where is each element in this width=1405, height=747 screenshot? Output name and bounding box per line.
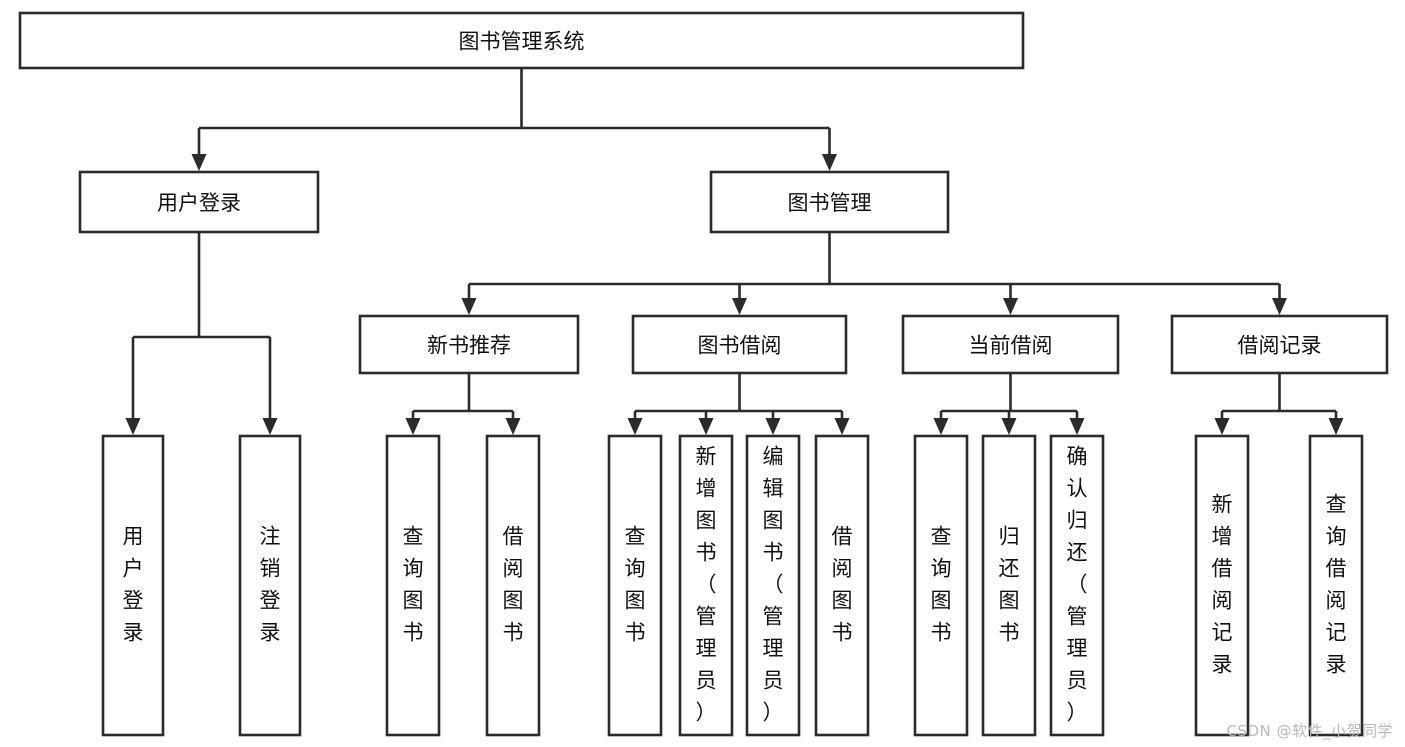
node-box [238,434,302,737]
node-box [901,314,1120,375]
node-cb-return-book[interactable]: 归还图书 [981,434,1037,737]
node-nbr-borrow-book[interactable]: 借阅图书 [485,434,541,737]
node-bb-edit-book[interactable]: 编辑图书（管理员） [745,434,801,737]
node-box [981,434,1037,737]
node-box [814,434,870,737]
arrow-head-icon [125,418,141,435]
node-label: 图书管理系统 [459,30,585,54]
node-box [385,434,441,737]
arrow-head-icon [1272,298,1287,315]
node-label: 当前借阅 [969,334,1053,358]
node-box [709,170,950,234]
node-box [1170,314,1389,375]
node-box [745,434,801,737]
node-borrow-record[interactable]: 借阅记录 [1170,314,1389,375]
node-label: 查询图书 [403,525,424,645]
arrow-head-icon [262,418,278,435]
arrow-head-icon [698,418,714,435]
node-box [631,314,848,375]
node-label: 归还图书 [999,525,1020,645]
node-box [18,11,1025,70]
node-label: 查询图书 [931,525,952,645]
arrow-head-icon [834,418,850,435]
node-label: 图书借阅 [698,334,782,358]
arrow-head-icon [1069,418,1085,435]
arrow-head-icon [405,418,421,435]
node-bb-query-book[interactable]: 查询图书 [607,434,663,737]
node-label: 注销登录 [260,525,281,645]
node-cb-confirm-return[interactable]: 确认归还（管理员） [1049,434,1105,737]
node-box [358,314,580,375]
node-new-book-recommend[interactable]: 新书推荐 [358,314,580,375]
node-label: 用户登录 [157,191,241,215]
arrow-head-icon [1214,418,1230,435]
node-book-manage[interactable]: 图书管理 [709,170,950,234]
node-box [913,434,969,737]
arrow-head-icon [191,154,207,171]
arrow-head-icon [933,418,949,435]
arrow-head-icon [1003,298,1018,315]
arrow-head-icon [627,418,643,435]
node-label: 查询借阅记录 [1326,493,1347,677]
arrow-head-icon [765,418,781,435]
node-user-logout[interactable]: 注销登录 [238,434,302,737]
node-label: 新增借阅记录 [1212,493,1233,677]
node-cb-query-book[interactable]: 查询图书 [913,434,969,737]
node-nbr-query-book[interactable]: 查询图书 [385,434,441,737]
arrow-head-icon [505,418,521,435]
arrow-head-icon [1001,418,1017,435]
arrow-head-icon [732,298,747,315]
node-label: 借阅图书 [832,525,853,645]
node-br-query-record[interactable]: 查询借阅记录 [1308,434,1364,737]
node-book-borrow[interactable]: 图书借阅 [631,314,848,375]
connectors-layer [125,68,1344,435]
watermark-text: CSDN @软件_小贺同学 [1226,722,1393,740]
node-box [1049,434,1105,737]
node-current-borrow[interactable]: 当前借阅 [901,314,1120,375]
node-box [1308,434,1364,737]
node-label: 编辑图书（管理员） [763,445,784,725]
node-box [607,434,663,737]
arrow-head-icon [461,298,477,315]
node-user-login-do[interactable]: 用户登录 [101,434,165,737]
node-bb-borrow-book[interactable]: 借阅图书 [814,434,870,737]
node-label: 用户登录 [123,525,144,645]
node-label: 查询图书 [625,525,646,645]
node-user-login[interactable]: 用户登录 [78,170,320,234]
node-label: 新增图书（管理员） [696,445,717,725]
arrow-head-icon [1328,418,1344,435]
node-bb-add-book[interactable]: 新增图书（管理员） [678,434,734,737]
node-label: 新书推荐 [427,334,511,358]
node-label: 借阅图书 [503,525,524,645]
node-br-add-record[interactable]: 新增借阅记录 [1194,434,1250,737]
node-box [485,434,541,737]
arrow-head-icon [822,154,837,171]
node-box [1194,434,1250,737]
node-label: 确认归还（管理员） [1067,445,1088,725]
nodes-layer: 图书管理系统用户登录用户登录注销登录图书管理新书推荐查询图书借阅图书图书借阅查询… [18,11,1389,737]
node-box [78,170,320,234]
node-box [101,434,165,737]
node-root[interactable]: 图书管理系统 [18,11,1025,70]
node-box [678,434,734,737]
node-label: 图书管理 [788,191,872,215]
node-label: 借阅记录 [1238,334,1322,358]
